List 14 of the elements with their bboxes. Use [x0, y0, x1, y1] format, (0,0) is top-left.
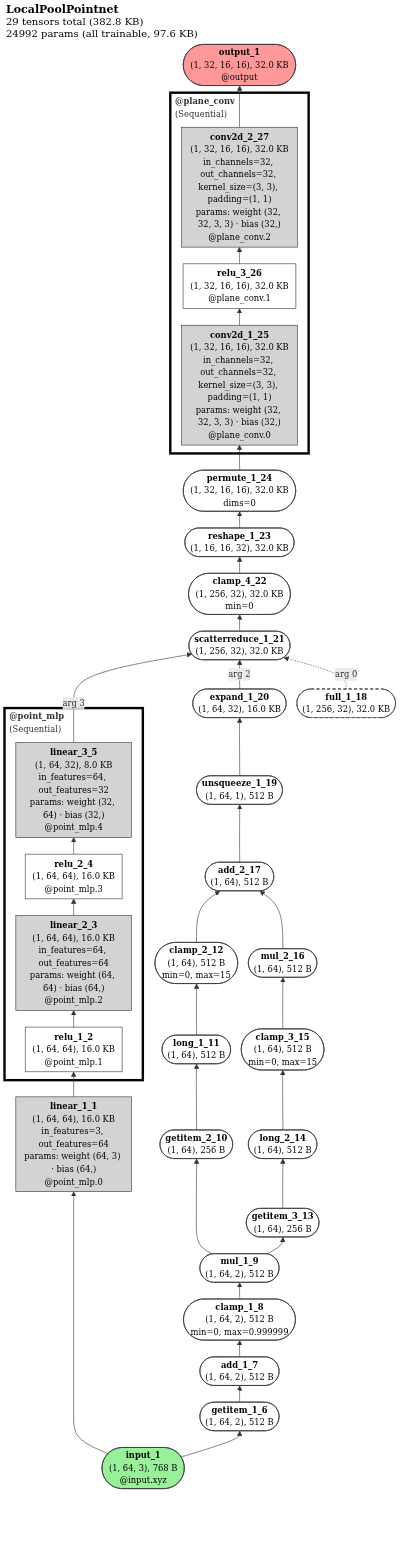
node-box: relu_1_2 (1, 64, 64), 16.0 KB @point_mlp.1: [24, 1026, 123, 1073]
summary-note: 24992 params (all trainable, 97.6 KB): [6, 28, 199, 40]
edge-label: arg 3: [62, 698, 85, 708]
diagram-title: LocalPoolPointnet: [6, 3, 120, 16]
summary-note: 29 tensors total (382.8 KB): [6, 16, 145, 28]
node-box: linear_3_5 (1, 64, 32), 8.0 KB in_features=64, out_features=32 params: weight (32, 64) · bias (32,) @point_mlp.4: [15, 742, 132, 838]
edge-label: arg 0: [335, 669, 358, 679]
node-box: conv2d_2_27 (1, 32, 16, 16), 32.0 KB in_channels=32, out_channels=32, kernel_size=(3, 3), padding=(1, 1) params: weight (32, 32, 3, 3) · bias (32,) @plane_conv.2: [181, 126, 298, 248]
node-box: relu_3_26 (1, 32, 16, 16), 32.0 KB @plane_conv.1: [182, 263, 297, 309]
node-box: linear_1_1 (1, 64, 64), 16.0 KB in_features=3, out_features=64 params: weight (64, 3) · bias (64,) @point_mlp.0: [15, 1096, 132, 1192]
node-box: conv2d_1_25 (1, 32, 16, 16), 32.0 KB in_channels=32, out_channels=32, kernel_size=(3, 3), padding=(1, 1) params: weight (32, 32, 3, 3) · bias (32,) @plane_conv.0: [181, 324, 298, 446]
node-box: relu_2_4 (1, 64, 64), 16.0 KB @point_mlp.3: [24, 853, 123, 900]
edge-label: arg 2: [228, 669, 251, 679]
node-box: linear_2_3 (1, 64, 64), 16.0 KB in_features=64, out_features=64 params: weight (64, 64) · bias (64,) @point_mlp.2: [15, 915, 132, 1011]
